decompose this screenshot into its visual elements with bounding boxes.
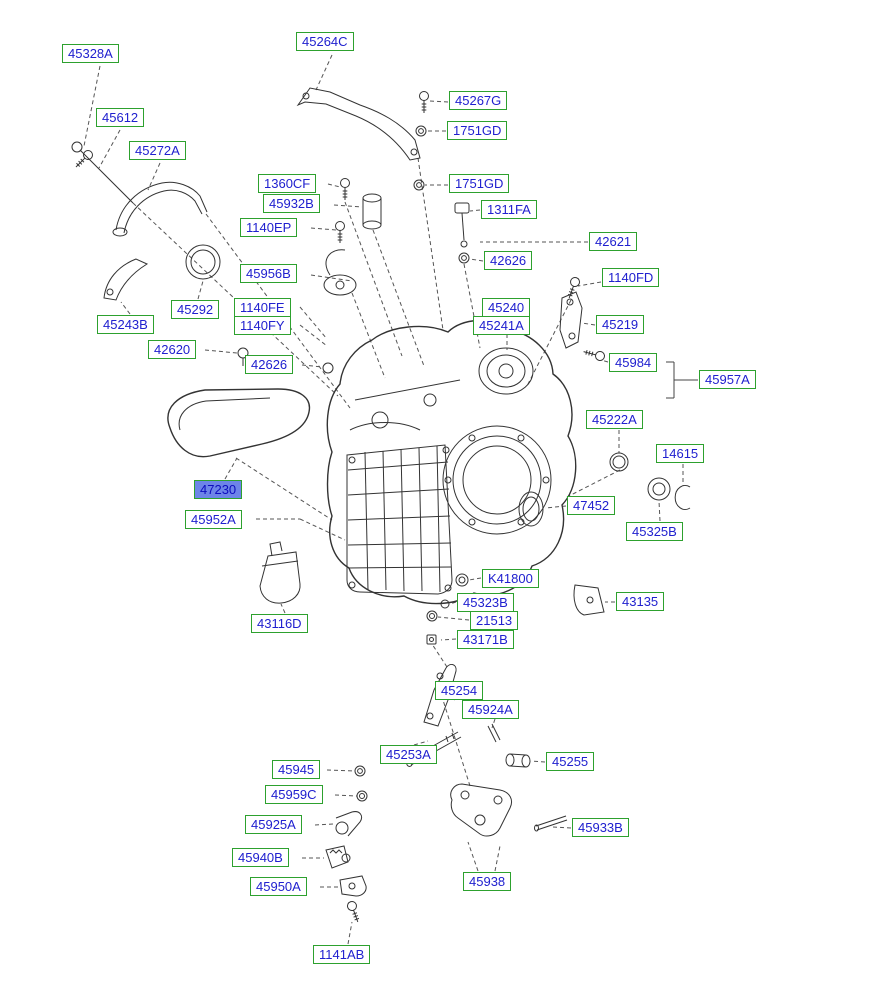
- part-label-1140FE[interactable]: 1140FE: [234, 298, 291, 317]
- bracket-line-45957A: [666, 361, 698, 399]
- drain-plug-21513: [426, 610, 438, 622]
- o-ring-42626-left: [322, 362, 334, 374]
- dipstick-45328A: [71, 141, 134, 204]
- speed-sensor-1311FA: [454, 202, 470, 248]
- bracket-45243B: [103, 258, 149, 301]
- part-label-45940B[interactable]: 45940B: [232, 848, 289, 867]
- detent-bracket-45940B: [325, 845, 351, 869]
- part-label-43171B[interactable]: 43171B: [457, 630, 514, 649]
- part-label-21513[interactable]: 21513: [470, 611, 519, 630]
- part-label-45938[interactable]: 45938: [463, 872, 512, 891]
- o-ring-45959C: [356, 790, 368, 802]
- part-label-45328A[interactable]: 45328A: [62, 44, 119, 63]
- pin-45933B: [534, 815, 568, 832]
- leader-lines: [83, 54, 684, 945]
- part-label-K41800[interactable]: K41800: [482, 569, 539, 588]
- part-label-45945[interactable]: 45945: [272, 760, 321, 779]
- bracket-45264C: [296, 87, 421, 161]
- sensor-45932B: [362, 193, 382, 230]
- part-label-45325B[interactable]: 45325B: [626, 522, 683, 541]
- bolt-1141AB: [345, 899, 363, 925]
- washer-1751GD-upper: [415, 125, 427, 137]
- part-label-45984[interactable]: 45984: [609, 353, 658, 372]
- lever-45950A: [339, 875, 367, 897]
- part-label-47230-highlighted[interactable]: 47230: [194, 480, 243, 499]
- o-ring-42626-right: [458, 252, 470, 264]
- part-label-45219[interactable]: 45219: [596, 315, 645, 334]
- bolt-45267G: [419, 91, 429, 114]
- part-label-1140FD[interactable]: 1140FD: [602, 268, 660, 287]
- part-label-45959C[interactable]: 45959C: [265, 785, 323, 804]
- part-label-45933B[interactable]: 45933B: [572, 818, 629, 837]
- plug-43171B: [426, 634, 437, 645]
- part-label-14615[interactable]: 14615: [656, 444, 705, 463]
- part-label-45243B[interactable]: 45243B: [97, 315, 154, 334]
- part-label-45612[interactable]: 45612: [96, 108, 145, 127]
- part-label-45956B[interactable]: 45956B: [240, 264, 297, 283]
- part-label-43116D[interactable]: 43116D: [251, 614, 308, 633]
- part-label-1140FY[interactable]: 1140FY: [234, 316, 291, 335]
- part-label-45932B[interactable]: 45932B: [263, 194, 320, 213]
- part-label-45952A[interactable]: 45952A: [185, 510, 242, 529]
- oil-filter-47230: [167, 388, 311, 458]
- part-label-45957A[interactable]: 45957A: [699, 370, 756, 389]
- part-label-45272A[interactable]: 45272A: [129, 141, 186, 160]
- part-label-45241A[interactable]: 45241A: [473, 316, 530, 335]
- seal-ring-45292: [185, 244, 221, 280]
- lever-rod-45925A: [335, 811, 363, 837]
- pin-45924A: [487, 723, 501, 743]
- part-label-45924A[interactable]: 45924A: [462, 700, 519, 719]
- bolt-45984: [581, 346, 607, 363]
- part-label-42620[interactable]: 42620: [148, 340, 197, 359]
- part-label-45222A[interactable]: 45222A: [586, 410, 643, 429]
- part-label-45240[interactable]: 45240: [482, 298, 531, 317]
- o-ring-K41800: [455, 573, 469, 587]
- sealant-tube-43116D: [259, 541, 301, 604]
- part-label-45253A[interactable]: 45253A: [380, 745, 437, 764]
- part-label-1311FA[interactable]: 1311FA: [481, 200, 537, 219]
- part-label-1141AB[interactable]: 1141AB: [313, 945, 371, 964]
- gasket-45323B: [440, 599, 450, 609]
- bracket-45219: [559, 291, 583, 349]
- part-label-1360CF[interactable]: 1360CF: [258, 174, 317, 193]
- part-label-45323B[interactable]: 45323B: [457, 593, 514, 612]
- snap-ring-14615: [674, 485, 691, 510]
- washer-1751GD-lower: [413, 179, 425, 191]
- pipe-45956B: [323, 249, 357, 296]
- bolt-1360CF: [340, 178, 350, 201]
- part-label-45255[interactable]: 45255: [546, 752, 595, 771]
- part-label-42626-2[interactable]: 42626: [245, 355, 294, 374]
- part-label-45292[interactable]: 45292: [171, 300, 220, 319]
- filler-tube-45272A: [112, 181, 208, 237]
- washer-45945: [354, 765, 366, 777]
- oil-seal-47452: [518, 491, 544, 527]
- part-label-45254[interactable]: 45254: [435, 681, 484, 700]
- part-label-1751GD-2[interactable]: 1751GD: [449, 174, 510, 193]
- o-ring-45222A: [609, 452, 629, 472]
- part-label-45925A[interactable]: 45925A: [245, 815, 302, 834]
- part-label-1751GD-1[interactable]: 1751GD: [447, 121, 508, 140]
- clamp-42620: [237, 347, 249, 366]
- part-label-1140EP[interactable]: 1140EP: [240, 218, 298, 237]
- bolt-1140EP: [335, 221, 345, 244]
- transaxle-case: [326, 319, 577, 605]
- sleeve-45255: [505, 753, 531, 768]
- part-label-42621[interactable]: 42621: [589, 232, 638, 251]
- part-label-43135[interactable]: 43135: [616, 592, 665, 611]
- assembly-axis-lines: [132, 157, 621, 787]
- part-label-42626-1[interactable]: 42626: [484, 251, 533, 270]
- part-label-45950A[interactable]: 45950A: [250, 877, 307, 896]
- part-label-45264C[interactable]: 45264C: [296, 32, 354, 51]
- inhibitor-switch-45938: [450, 783, 513, 837]
- plug-45325B: [647, 477, 671, 501]
- part-label-45267G[interactable]: 45267G: [449, 91, 508, 110]
- bracket-43135: [573, 584, 605, 616]
- part-label-47452[interactable]: 47452: [567, 496, 616, 515]
